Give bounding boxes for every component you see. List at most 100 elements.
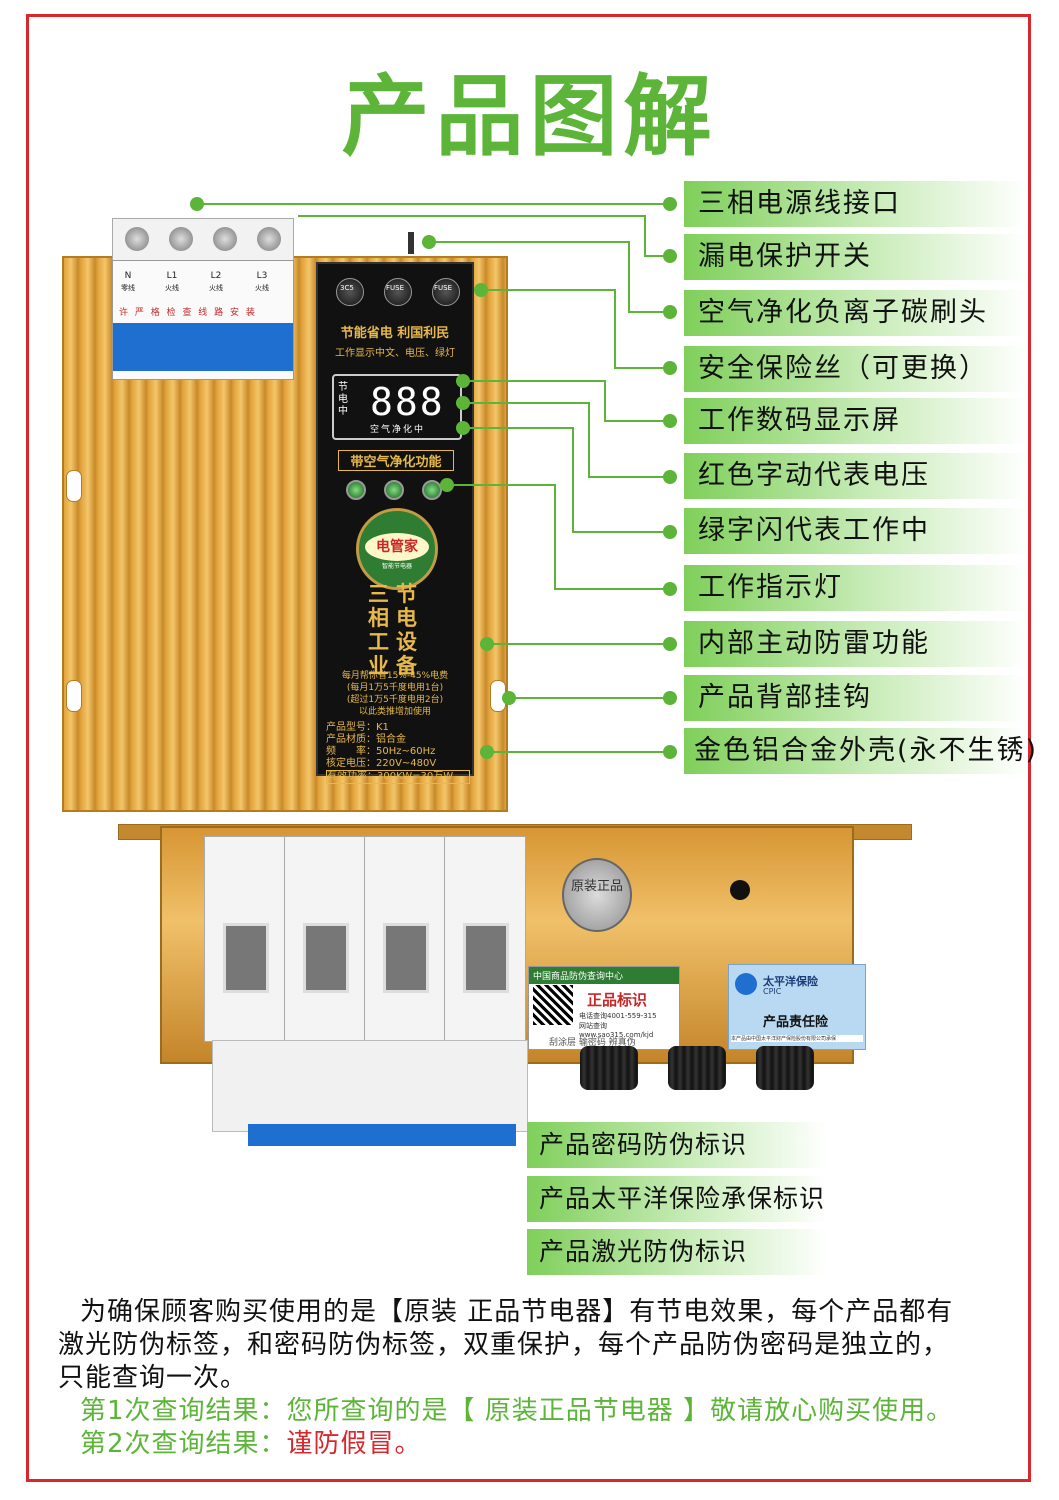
breaker-lower-body bbox=[212, 1040, 528, 1132]
terminal-label: L3 bbox=[256, 271, 268, 281]
cable-gland-icon bbox=[580, 1046, 638, 1090]
usage-text: (每月1万5千度电用1台) bbox=[346, 683, 444, 693]
title-char: 工 bbox=[368, 630, 389, 654]
callout-line bbox=[554, 588, 668, 590]
footer-para-line3: 只能查询一次。 bbox=[58, 1363, 248, 1393]
sticker1-phone: 电话查询4001-559-315 bbox=[579, 1012, 657, 1020]
title-char: 电 bbox=[396, 606, 417, 630]
callout-dot bbox=[663, 249, 677, 263]
bottom-breaker bbox=[444, 836, 526, 1042]
spec-material: 产品材质：铝合金 bbox=[326, 734, 406, 745]
button-hole-icon bbox=[730, 880, 750, 900]
label-lightning-protection: 内部主动防雷功能 bbox=[684, 621, 1028, 667]
callout-line bbox=[486, 751, 668, 753]
brand-sub: 智能节电器 bbox=[381, 563, 412, 570]
callout-dot bbox=[663, 197, 677, 211]
fuse-icon bbox=[384, 278, 412, 306]
callout-line bbox=[480, 289, 614, 291]
breaker-blue-rail bbox=[248, 1124, 516, 1146]
cable-gland-icon bbox=[756, 1046, 814, 1090]
savings-text: 每月帮你省15%-45%电费 bbox=[341, 671, 449, 681]
terminal-label: L2 bbox=[210, 271, 222, 281]
hook-left-icon bbox=[66, 470, 82, 502]
callout-line bbox=[428, 241, 628, 243]
title-char: 设 bbox=[396, 630, 417, 654]
footer-para-line2: 激光防伪标签，和密码防伪标签，双重保护，每个产品防伪密码是独立的， bbox=[58, 1330, 950, 1360]
callout-dot bbox=[474, 283, 488, 297]
sticker1-web: 网站查询www.sao315.com/kjd bbox=[579, 1022, 654, 1039]
fuse-label: FUSE bbox=[434, 284, 453, 292]
label-fuse: 安全保险丝（可更换） bbox=[684, 346, 1028, 392]
breaker-switch bbox=[113, 323, 293, 371]
indicator-lamp-icon bbox=[384, 480, 404, 500]
callout-line bbox=[298, 215, 644, 217]
screw-icon bbox=[257, 227, 281, 251]
bottom-breaker bbox=[284, 836, 366, 1042]
callout-line bbox=[572, 531, 668, 533]
control-panel: 3C5 FUSE FUSE 节能省电 利国利民 工作显示中文、电压、绿灯 节电中… bbox=[316, 262, 474, 784]
fuse-label: 3C5 bbox=[340, 284, 354, 292]
spec-power: 有效功率：300KW=30万W bbox=[326, 770, 470, 784]
power-terminal-block bbox=[112, 218, 294, 262]
breaker-slot-icon bbox=[463, 923, 509, 993]
callout-dot bbox=[456, 396, 470, 410]
usage-text: (超过1万5千度电用2台) bbox=[346, 695, 444, 705]
spec-voltage: 核定电压：220V~480V bbox=[326, 758, 437, 769]
callout-line bbox=[554, 484, 556, 588]
insurance-sticker: 太平洋保险 CPIC 产品责任险 本产品由中国太平洋财产保险股份有限公司承保 bbox=[728, 964, 866, 1050]
label-green-working: 绿字闪代表工作中 bbox=[684, 508, 1028, 554]
terminal-sub: 火线 bbox=[209, 284, 223, 292]
callout-dot bbox=[456, 374, 470, 388]
callout-dot bbox=[663, 745, 677, 759]
sticker1-header: 中国商品防伪查询中心 bbox=[529, 967, 679, 984]
cable-gland-icon bbox=[668, 1046, 726, 1090]
fuse-label: FUSE bbox=[386, 284, 405, 292]
label-red-voltage: 红色字动代表电压 bbox=[684, 453, 1028, 499]
callout-dot bbox=[663, 414, 677, 428]
terminal-sub: 火线 bbox=[165, 284, 179, 292]
callout-dot bbox=[480, 745, 494, 759]
label-leakage-switch: 漏电保护开关 bbox=[684, 234, 1028, 280]
footer-result2-warning: 谨防假冒。 bbox=[286, 1429, 422, 1459]
sticker2-title: 产品责任险 bbox=[763, 1015, 829, 1030]
callout-line bbox=[588, 402, 590, 476]
callout-line bbox=[628, 241, 630, 311]
carbon-brush-icon bbox=[408, 232, 414, 254]
screw-icon bbox=[125, 227, 149, 251]
breaker-strip-text: 许 严 格 检 查 线 路 安 装 bbox=[119, 308, 257, 318]
sticker2-brand: 太平洋保险 bbox=[763, 975, 818, 988]
footer-para-line1: 为确保顾客购买使用的是【原装 正品节电器】有节电效果，每个产品都有 bbox=[80, 1297, 954, 1327]
callout-dot bbox=[663, 470, 677, 484]
sticker1-title: 正品标识 bbox=[587, 991, 648, 1009]
cpic-logo-icon bbox=[735, 973, 757, 995]
brand-name: 电管家 bbox=[365, 533, 429, 561]
label-gold-shell: 金色铝合金外壳(永不生锈) bbox=[684, 728, 1036, 774]
callout-dot bbox=[502, 691, 516, 705]
brand-seal: 电管家 智能节电器 bbox=[356, 508, 438, 590]
title-char: 业 bbox=[368, 654, 389, 678]
terminal-sub: 零线 bbox=[121, 284, 135, 292]
callout-dot bbox=[663, 305, 677, 319]
title-char: 节 bbox=[396, 582, 417, 606]
footer-result2: 第2次查询结果：谨防假冒。 bbox=[80, 1428, 1059, 1461]
callout-line bbox=[462, 380, 604, 382]
callout-line bbox=[614, 289, 616, 367]
fuse-icon bbox=[432, 278, 460, 306]
callout-line bbox=[644, 255, 668, 257]
callout-dot bbox=[663, 582, 677, 596]
callout-dot bbox=[456, 421, 470, 435]
hook-left-lower-icon bbox=[66, 680, 82, 712]
panel-slogan: 节能省电 利国利民 bbox=[340, 326, 450, 341]
panel-display-note: 工作显示中文、电压、绿灯 bbox=[335, 348, 455, 359]
leakage-breaker: N L1 L2 L3 零线 火线 火线 火线 许 严 格 检 查 线 路 安 装 bbox=[112, 260, 294, 380]
title-char: 相 bbox=[368, 606, 389, 630]
callout-line bbox=[604, 380, 606, 420]
fuse-icon bbox=[336, 278, 364, 306]
callout-dot bbox=[663, 637, 677, 651]
usage-text: 以此类推增加使用 bbox=[358, 707, 431, 717]
spec-model: 产品型号：K1 bbox=[326, 722, 389, 733]
callout-dot bbox=[190, 197, 204, 211]
callout-dot bbox=[480, 637, 494, 651]
callout-line bbox=[572, 427, 574, 531]
label-display: 工作数码显示屏 bbox=[684, 398, 1028, 444]
